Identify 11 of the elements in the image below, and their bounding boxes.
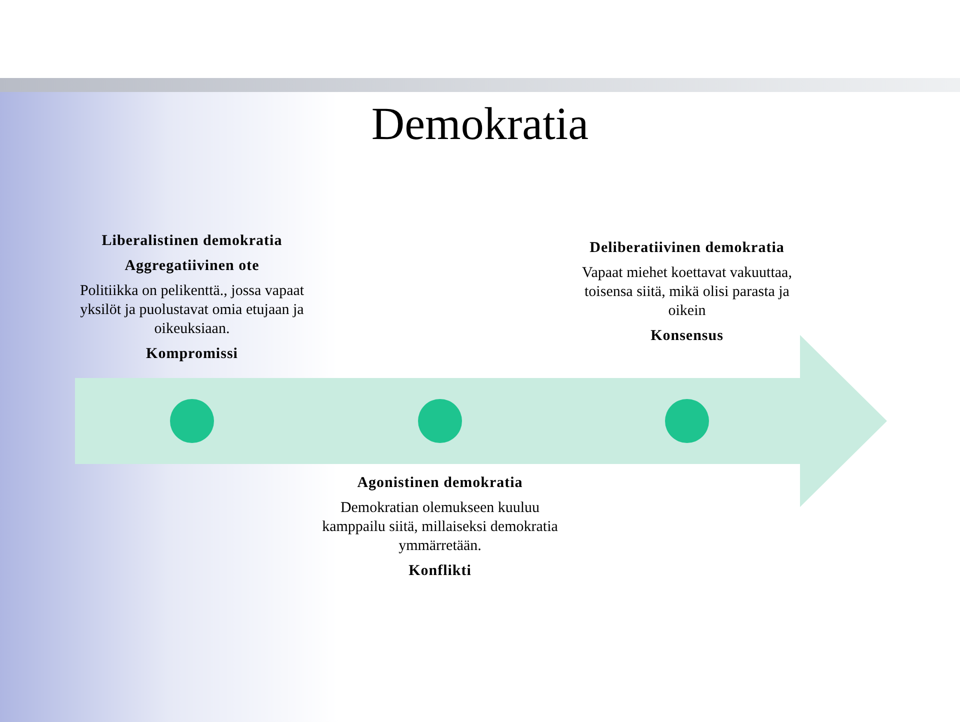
title: Demokratia (370, 97, 590, 151)
description-text: Demokratian olemukseen kuuluu kamppailu siitä, millaiseksi demokratia ymmärretään. (321, 499, 559, 556)
outcome-label: Konsensus (650, 327, 724, 346)
heading-text: Deliberatiivinen demokratia (590, 239, 784, 258)
heading-text: Aggregatiivinen ote (124, 257, 260, 276)
heading-text: Agonistinen demokratia (357, 474, 523, 493)
outcome-label: Konflikti (408, 562, 472, 581)
outcome-label: Kompromissi (146, 345, 238, 364)
heading-text: Liberalistinen demokratia (102, 232, 282, 251)
description-text: Vapaat miehet koettavat vakuuttaa, toisensa siitä, mikä olisi parasta ja oikein (581, 264, 793, 321)
description-text: Politiikka on pelikenttä., jossa vapaat yksilöt ja puolustavat omia etujaan ja oikeuksiaan. (78, 282, 306, 339)
